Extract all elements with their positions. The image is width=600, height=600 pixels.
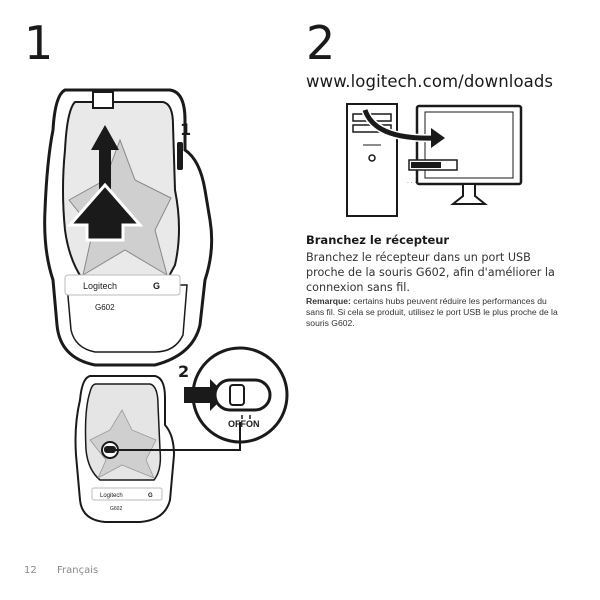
step-2-note: Remarque: certains hubs peuvent réduire … bbox=[306, 296, 558, 329]
small-logo-letter: G bbox=[148, 493, 153, 499]
switch-on-label: ON bbox=[246, 419, 260, 429]
callout-2: 2 bbox=[178, 362, 190, 381]
computer-illustration: · · · bbox=[346, 103, 523, 217]
note-label: Remarque: bbox=[306, 296, 351, 306]
callout-connector-line bbox=[112, 422, 241, 451]
svg-text:· · ·: · · · bbox=[407, 180, 416, 186]
step-2-body: Branchez le récepteur dans un port USB p… bbox=[306, 251, 555, 294]
download-url: www.logitech.com/downloads bbox=[306, 72, 554, 91]
mouse-model-label: G602 bbox=[95, 303, 115, 312]
small-brand-label: Logitech bbox=[100, 493, 123, 499]
small-model-label: G602 bbox=[110, 506, 122, 512]
switch-off-label: OFF bbox=[228, 419, 246, 429]
mouse-logo-letter: G bbox=[153, 281, 160, 291]
step-2-heading: Branchez le récepteur bbox=[306, 233, 450, 247]
mouse-brand-label: Logitech bbox=[83, 281, 117, 291]
footer-language: Français bbox=[57, 565, 99, 576]
note-text: certains hubs peuvent réduire les perfor… bbox=[306, 296, 558, 328]
step-1-number: 1 bbox=[24, 16, 54, 70]
power-switch-callout: OFF ON bbox=[184, 346, 289, 444]
step-2-number: 2 bbox=[306, 16, 336, 70]
callout-1: 1 bbox=[180, 120, 192, 139]
page-number: 12 bbox=[24, 565, 37, 576]
mouse-bottom-illustration: Logitech G G602 bbox=[43, 88, 214, 367]
